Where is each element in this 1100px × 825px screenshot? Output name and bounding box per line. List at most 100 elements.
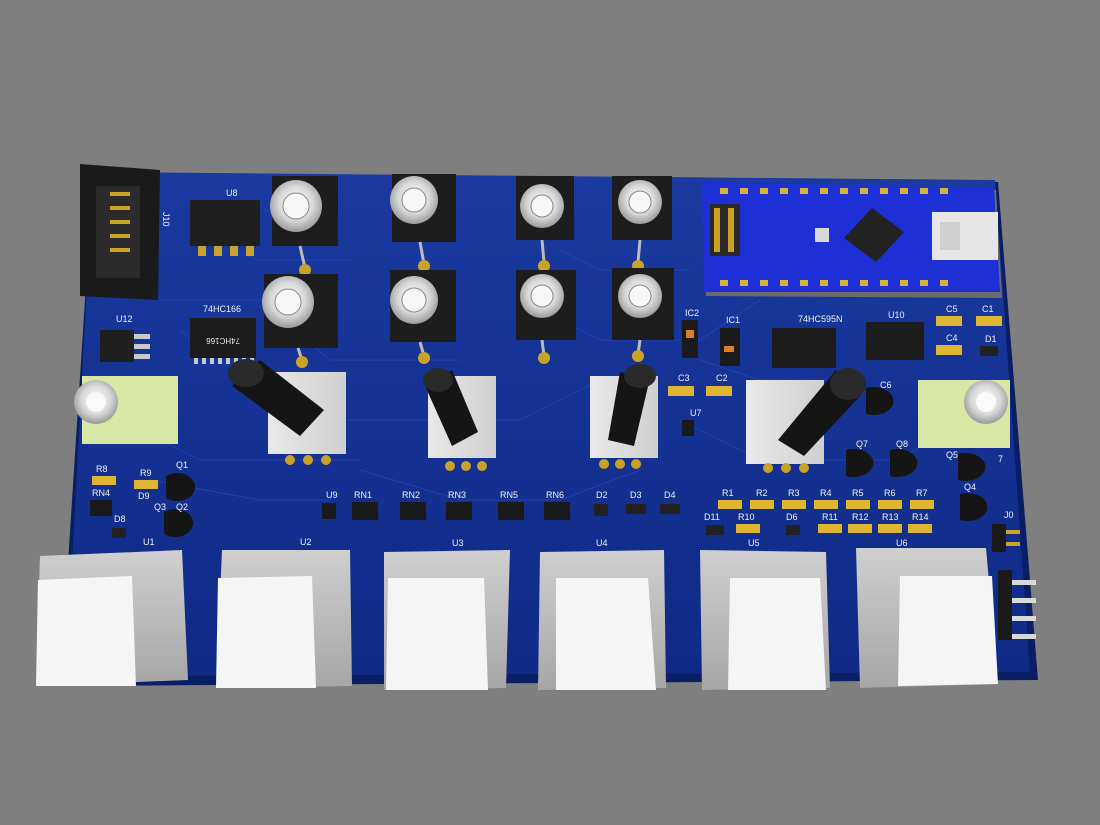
left-small-parts: R8 R9 RN4 D9 D8 [90, 464, 158, 538]
transistor-q7 [846, 449, 874, 478]
r11-label: R11 [822, 512, 838, 522]
capacitors-right: C5 C1 C4 D1 C3 C2 U7 C6 [668, 304, 1002, 436]
shift-in-marking: 74HC166 [206, 336, 240, 345]
r1-label: R1 [722, 488, 734, 498]
jtag-label: J10 [161, 212, 171, 227]
right-connectors: J0 [992, 510, 1036, 640]
u9-label: U9 [326, 490, 338, 500]
d4-label: D4 [664, 490, 676, 500]
u7-label: U7 [690, 408, 702, 418]
q7-label: Q7 [856, 439, 868, 449]
jack-7 [516, 270, 576, 364]
jack-8 [612, 268, 674, 362]
keycap-1[interactable] [36, 550, 188, 686]
pot-4 [746, 368, 866, 473]
jack-3 [516, 176, 574, 272]
regulator-u12: U12 [100, 314, 150, 362]
pot-3 [590, 364, 658, 469]
pot-2 [423, 368, 496, 471]
rn5-label: RN5 [500, 490, 518, 500]
d3-label: D3 [630, 490, 642, 500]
q8-label: Q8 [896, 439, 908, 449]
rn2-label: RN2 [402, 490, 420, 500]
c6-label: C6 [880, 380, 892, 390]
d9-label: D9 [138, 491, 150, 501]
transistor-q2 [164, 509, 194, 538]
rn4-label: RN4 [92, 488, 110, 498]
keycap-5[interactable] [700, 550, 830, 690]
jack-5 [262, 274, 338, 368]
q1-label: Q1 [176, 460, 188, 470]
chip-74hc166: 74HC166 74HC166 [190, 304, 256, 364]
keycap-4[interactable] [538, 550, 666, 690]
r4-label: R4 [820, 488, 832, 498]
keycaps [36, 548, 998, 690]
r13-label: R13 [882, 512, 899, 522]
jack-6 [390, 270, 456, 364]
c5-label: C5 [946, 304, 958, 314]
resistor-row-bottom: D11 R10 D6 R11 R12 R13 R14 [704, 512, 932, 535]
d11-label: D11 [704, 512, 720, 522]
ic1-label: IC1 [726, 315, 740, 325]
u1-label: U1 [143, 537, 155, 547]
r9-label: R9 [140, 468, 152, 478]
r14-label: R14 [912, 512, 929, 522]
chip-u8: U8 [190, 188, 260, 256]
r7-label: R7 [916, 488, 928, 498]
transistor-q4 [960, 493, 988, 521]
jack-left-green [74, 376, 178, 444]
u10-label: U10 [888, 310, 905, 320]
rn6-label: RN6 [546, 490, 564, 500]
transistor-q5 [958, 453, 986, 481]
potentiometers [228, 359, 866, 473]
q5-label: Q5 [946, 450, 958, 460]
c1-label: C1 [982, 304, 994, 314]
r8-label: R8 [96, 464, 108, 474]
keycap-3[interactable] [384, 550, 510, 690]
jtag-header: J10 [80, 164, 171, 300]
resistor-row-top: R1 R2 R3 R4 R5 R6 R7 [718, 488, 934, 509]
r12-label: R12 [852, 512, 869, 522]
u4-label: U4 [596, 538, 608, 548]
d1-label: D1 [985, 334, 997, 344]
ic2-label: IC2 [685, 308, 699, 318]
q2-label: Q2 [176, 502, 188, 512]
r10-label: R10 [738, 512, 755, 522]
keycap-6[interactable] [856, 548, 998, 688]
jack-4 [612, 176, 672, 272]
r2-label: R2 [756, 488, 768, 498]
transistors [164, 387, 988, 538]
jack-right-green [918, 380, 1010, 448]
jack-2 [390, 174, 456, 272]
shift-in-label: 74HC166 [203, 304, 241, 314]
jack-1 [270, 176, 338, 276]
u3-label: U3 [452, 538, 464, 548]
r3-label: R3 [788, 488, 800, 498]
pot-1 [228, 359, 346, 465]
u2-label: U2 [300, 537, 312, 547]
r6-label: R6 [884, 488, 896, 498]
ic-block: IC2 IC1 74HC595N U10 [682, 308, 924, 368]
r5-label: R5 [852, 488, 864, 498]
u6-label: U6 [896, 538, 908, 548]
u5-label: U5 [748, 538, 760, 548]
q4-label: Q4 [964, 482, 976, 492]
keycap-2[interactable] [216, 550, 352, 688]
d2-label: D2 [596, 490, 608, 500]
transistor-q1 [166, 472, 196, 501]
d6-label: D6 [786, 512, 798, 522]
c2-label: C2 [716, 373, 728, 383]
connector-label: J0 [1004, 510, 1014, 520]
c4-label: C4 [946, 333, 958, 343]
arduino-nano [702, 182, 1002, 298]
switch-labels: U1 U2 U3 U4 U5 U6 [143, 537, 908, 548]
transistor-c6 [866, 387, 894, 415]
q-partial-label: 7 [998, 454, 1003, 464]
shift-out-label: 74HC595N [798, 314, 843, 324]
rn1-label: RN1 [354, 490, 372, 500]
rn3-label: RN3 [448, 490, 466, 500]
transistor-q8 [890, 449, 918, 478]
c3-label: C3 [678, 373, 690, 383]
q3-label: Q3 [154, 502, 166, 512]
